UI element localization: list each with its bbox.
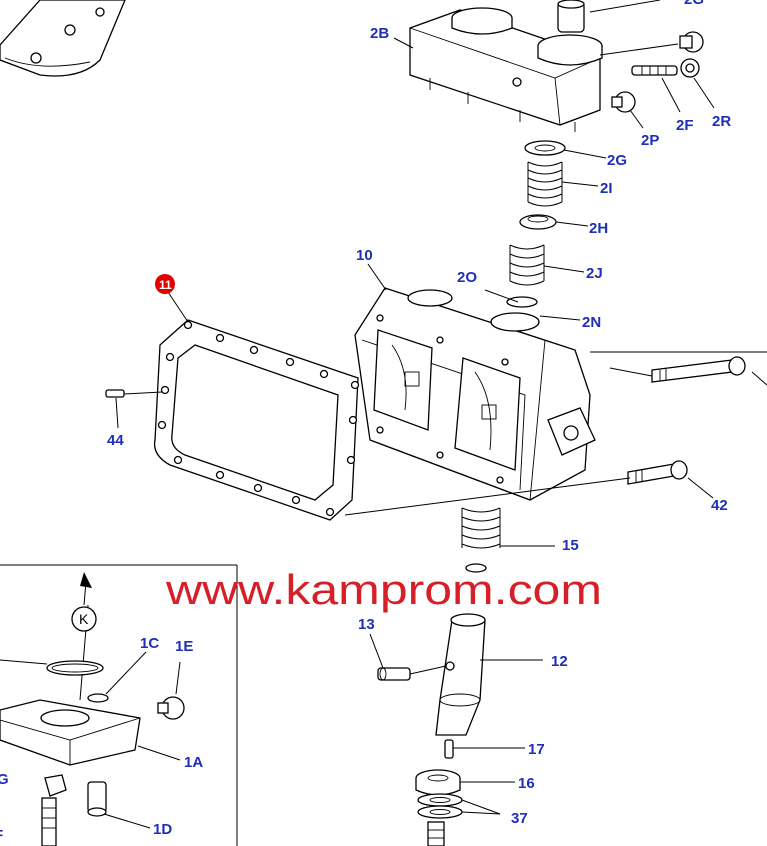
washer-2r <box>680 58 700 78</box>
threaded-rod-bottom <box>427 821 445 846</box>
callout-labels: 2G 2B 2F 2R 2P 2G 2I 2H 2J 2O 2N 10 11 4… <box>0 0 731 844</box>
label-1a: 1A <box>184 754 203 771</box>
label-17: 17 <box>528 741 545 758</box>
bolt-42 <box>627 460 688 485</box>
label-1d: 1D <box>153 821 172 838</box>
label-2n: 2N <box>582 314 601 331</box>
label-2p: 2P <box>641 132 659 149</box>
spring-15 <box>461 507 501 573</box>
label-2h: 2H <box>589 220 608 237</box>
label-16: 16 <box>518 775 535 792</box>
label-g: G <box>0 771 9 788</box>
cup-2h <box>519 214 557 230</box>
label-2b: 2B <box>370 25 389 42</box>
label-2j: 2J <box>586 265 603 282</box>
label-13: 13 <box>358 616 375 633</box>
watermark: www.kamprom.com <box>165 566 602 613</box>
detail-inset <box>0 564 238 846</box>
spring-2f <box>631 65 678 76</box>
label-f: F <box>0 827 3 844</box>
long-bolt <box>651 356 746 383</box>
pin-44 <box>105 389 125 398</box>
label-12: 12 <box>551 653 568 670</box>
washers-37 <box>417 793 463 819</box>
label-2i: 2I <box>600 180 613 197</box>
highlight-badge-11 <box>155 274 175 294</box>
plug-2p <box>611 91 636 113</box>
plug-2g-top <box>679 31 704 53</box>
valve-block-2b <box>409 0 603 132</box>
oring-2o <box>506 296 538 308</box>
spool-12 <box>435 613 486 736</box>
spring-2j <box>509 244 545 286</box>
label-44: 44 <box>107 432 124 449</box>
label-2g: 2G <box>607 152 627 169</box>
nut-16 <box>415 769 461 796</box>
cover-fragment-top-left <box>0 0 126 77</box>
label-2g-top: 2G <box>684 0 704 8</box>
label-15: 15 <box>562 537 579 554</box>
label-42: 42 <box>711 497 728 514</box>
label-2f: 2F <box>676 117 694 134</box>
label-2o: 2O <box>457 269 477 286</box>
label-10: 10 <box>356 247 373 264</box>
label-37: 37 <box>511 810 528 827</box>
label-1e: 1E <box>175 638 193 655</box>
pin-13 <box>377 667 411 681</box>
label-11: 11 <box>159 278 172 292</box>
seat-2g <box>524 140 566 156</box>
leader-lines <box>0 0 767 829</box>
label-2r: 2R <box>712 113 731 130</box>
gasket-11 <box>153 319 360 521</box>
pin-17 <box>444 739 454 759</box>
label-1c: 1C <box>140 635 159 652</box>
spring-2i <box>527 161 563 207</box>
housing-10 <box>354 287 596 501</box>
label-k: K <box>79 611 89 627</box>
